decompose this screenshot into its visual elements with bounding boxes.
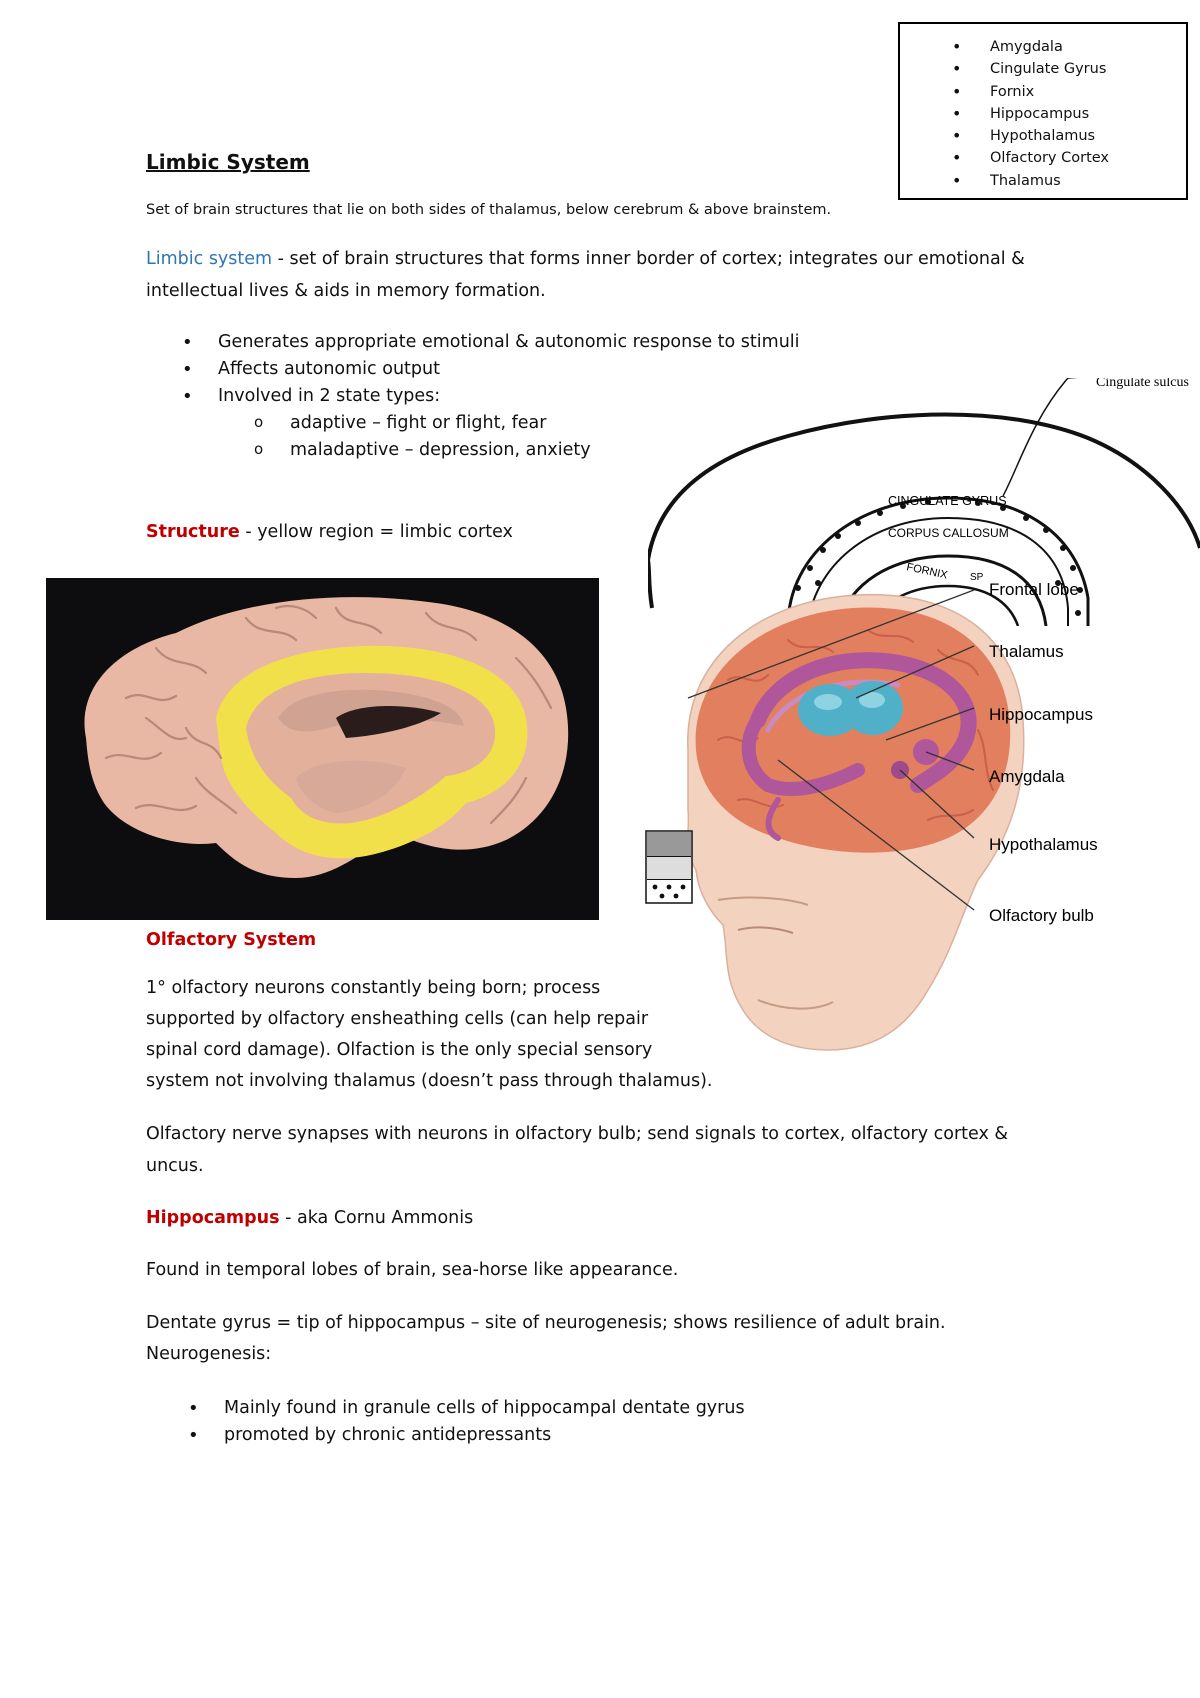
list-item: Hypothalamus — [952, 125, 1109, 148]
list-item: Mainly found in granule cells of hippoca… — [188, 1398, 745, 1425]
list-item: Hippocampus — [952, 103, 1109, 126]
olfactory-para2-line: uncus. — [146, 1156, 204, 1176]
limbic-definition-line-2: intellectual lives & aids in memory form… — [146, 281, 546, 301]
label-frontal-lobe: Frontal lobe — [989, 580, 1079, 599]
label-hippocampus: Hippocampus — [989, 705, 1093, 724]
list-item: Involved in 2 state types: — [182, 386, 800, 413]
label-amygdala: Amygdala — [989, 767, 1065, 786]
limbic-definition-text: - set of brain structures that forms inn… — [272, 249, 1025, 269]
list-item: Olfactory Cortex — [952, 147, 1109, 170]
list-item: Thalamus — [952, 170, 1109, 193]
state-types-list: adaptive – fight or flight, fear maladap… — [254, 413, 591, 467]
list-item: Cingulate Gyrus — [952, 58, 1109, 81]
list-item: adaptive – fight or flight, fear — [254, 413, 591, 440]
label-sp: SP — [970, 572, 984, 583]
label-hypothalamus: Hypothalamus — [989, 835, 1098, 854]
structure-line: Structure - yellow region = limbic corte… — [146, 522, 513, 542]
neurogenesis-list: Mainly found in granule cells of hippoca… — [188, 1398, 745, 1452]
limbic-definition-line-1: Limbic system - set of brain structures … — [146, 249, 1025, 269]
label-thalamus: Thalamus — [989, 642, 1064, 661]
list-item: promoted by chronic antidepressants — [188, 1425, 745, 1452]
head-limbic-illustration: Frontal lobe Thalamus Hippocampus Amygda… — [687, 580, 1098, 1051]
olfactory-para1-line: supported by olfactory ensheathing cells… — [146, 1009, 649, 1029]
list-item: Affects autonomic output — [182, 359, 800, 386]
hippocampus-term: Hippocampus — [146, 1208, 280, 1228]
hippocampus-para1: Found in temporal lobes of brain, sea-ho… — [146, 1260, 679, 1280]
key-structures-box: Amygdala Cingulate Gyrus Fornix Hippocam… — [898, 22, 1188, 200]
hippocampus-text: - aka Cornu Ammonis — [279, 1208, 474, 1228]
list-item: Generates appropriate emotional & autono… — [182, 332, 799, 359]
label-fornix: FORNIX — [905, 561, 949, 582]
olfactory-heading: Olfactory System — [146, 930, 317, 950]
pattern-legend-patch — [645, 830, 693, 904]
list-item: Amygdala — [952, 36, 1109, 59]
structure-text: - yellow region = limbic cortex — [239, 522, 513, 542]
hippocampus-para2: Dentate gyrus = tip of hippocampus – sit… — [146, 1313, 946, 1333]
limbic-cortex-photo — [46, 578, 599, 920]
intro-text: Set of brain structures that lie on both… — [146, 202, 832, 218]
structure-term: Structure — [146, 522, 240, 542]
label-corpus-callosum: CORPUS CALLOSUM — [888, 526, 1009, 540]
list-item: Fornix — [952, 81, 1109, 104]
label-olfactory-bulb: Olfactory bulb — [989, 906, 1094, 925]
label-cingulate-sulcus: Cingulate sulcus — [1096, 378, 1189, 390]
label-cingulate-gyrus: CINGULATE GYRUS — [888, 494, 1007, 508]
list-item: maladaptive – depression, anxiety — [254, 440, 591, 467]
key-structures-list: Amygdala Cingulate Gyrus Fornix Hippocam… — [952, 36, 1109, 193]
sagittal-brain-diagram: Cingulate sulcus CINGULATE GYRUS CORPUS … — [648, 378, 1200, 626]
olfactory-para1-line: spinal cord damage). Olfaction is the on… — [146, 1040, 653, 1060]
limbic-system-term: Limbic system — [146, 249, 273, 269]
olfactory-para1-line: 1° olfactory neurons constantly being bo… — [146, 978, 601, 998]
limbic-function-list: Generates appropriate emotional & autono… — [182, 332, 800, 413]
page-title: Limbic System — [146, 150, 310, 174]
olfactory-para2-line: Olfactory nerve synapses with neurons in… — [146, 1124, 1009, 1144]
olfactory-para1-line: system not involving thalamus (doesn’t p… — [146, 1071, 713, 1091]
neurogenesis-label: Neurogenesis: — [146, 1344, 272, 1364]
hippocampus-line: Hippocampus - aka Cornu Ammonis — [146, 1208, 474, 1228]
